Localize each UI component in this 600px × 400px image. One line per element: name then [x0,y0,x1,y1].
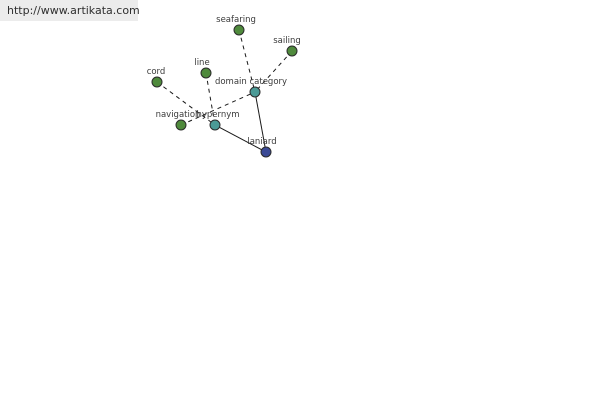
edges-layer [156,29,293,153]
node-sailing[interactable] [286,45,298,57]
node-label-hypernym[interactable]: hypernym [196,110,239,120]
edge-line-to-hypernym [205,72,216,126]
node-label-line[interactable]: line [194,58,209,68]
edge-navigation-to-domain-category [180,91,256,126]
edge-hypernym-to-laniard [214,124,267,153]
edge-domain-category-to-laniard [254,91,267,153]
node-label-navigation[interactable]: navigation [156,110,201,120]
node-domain-category[interactable] [249,86,261,98]
node-navigation[interactable] [175,119,187,131]
node-label-seafaring[interactable]: seafaring [216,15,256,25]
node-label-cord[interactable]: cord [147,67,166,77]
nodes-layer [151,24,298,158]
node-cord[interactable] [151,76,163,88]
node-seafaring[interactable] [233,24,245,36]
source-url-banner[interactable]: http://www.artikata.com [0,0,140,21]
node-hypernym[interactable] [209,119,221,131]
edge-sailing-to-domain-category [254,50,293,93]
edge-seafaring-to-domain-category [238,29,256,93]
labels-layer: seafaring sailing cord line domain category n… [147,15,301,147]
node-line[interactable] [200,67,212,79]
node-label-domain-category[interactable]: domain category [215,77,287,87]
node-label-sailing[interactable]: sailing [273,36,301,46]
node-label-laniard[interactable]: laniard [247,137,276,147]
node-laniard[interactable] [260,146,272,158]
